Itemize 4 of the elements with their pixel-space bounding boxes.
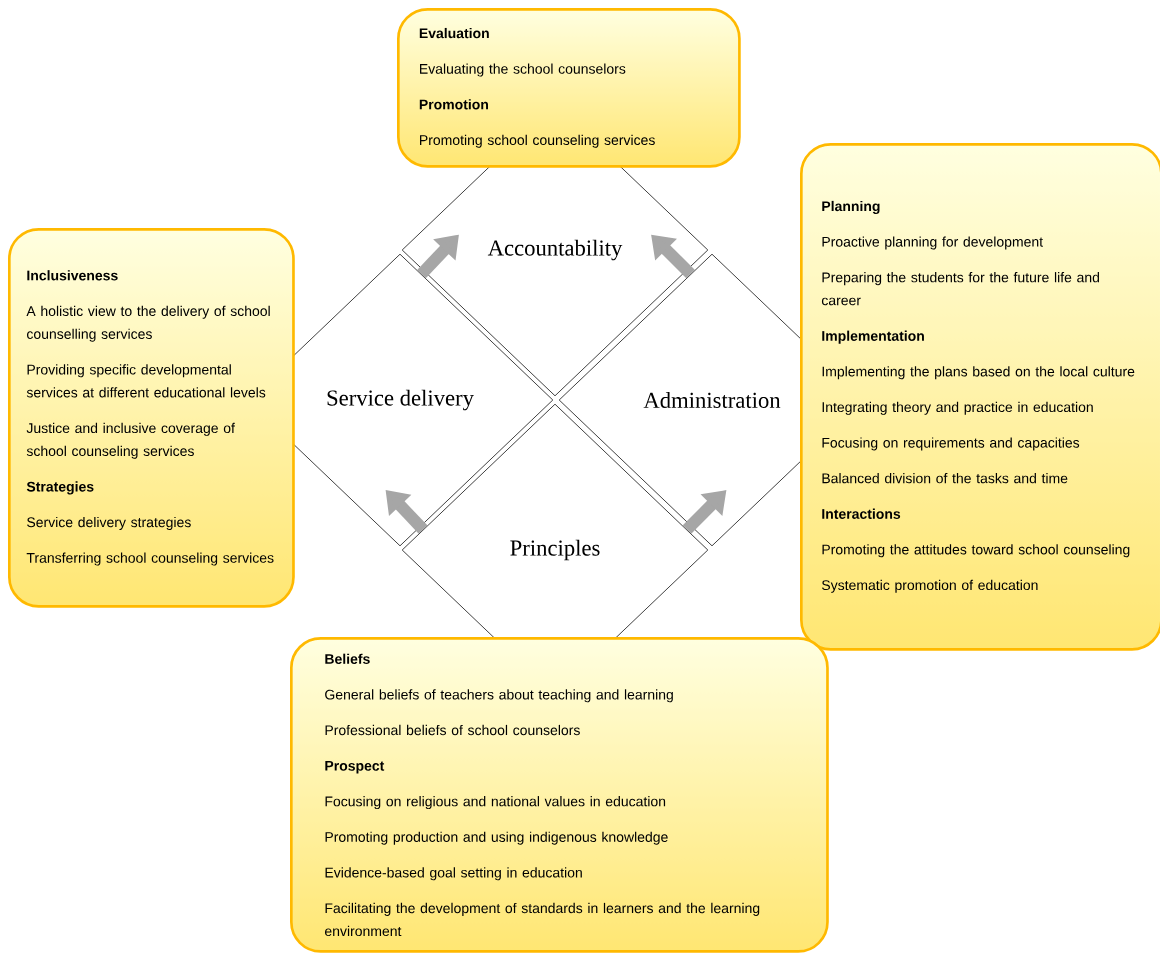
- text-box: Inclusiveness A holistic view to the delivery of school counselling services Providing specific developmental services at different educational levels Justice and inclusive coverage of school counseling services Strategies Service delivery strategies Transferring school counseling services: [8, 228, 295, 608]
- text-box: Evaluation Evaluating the school counselors Promotion Promoting school counseling services: [397, 8, 741, 168]
- text-box: Planning Proactive planning for development Preparing the students for the future life and career Implementation Implementing the plans based on the local culture Integrating theory and practice in education Focusing on requirements and capacities Balanced division of the tasks and time Interactions Promoting the attitudes toward school counseling Systematic promotion of education: [800, 143, 1160, 651]
- text-box: Beliefs General beliefs of teachers about teaching and learning Professional beliefs of school counselors Prospect Focusing on religious and national values in education Promoting production and using indigenous knowledge Evidence-based goal setting in education Facilitating the development of standards in learners and the learning environment: [290, 637, 829, 953]
